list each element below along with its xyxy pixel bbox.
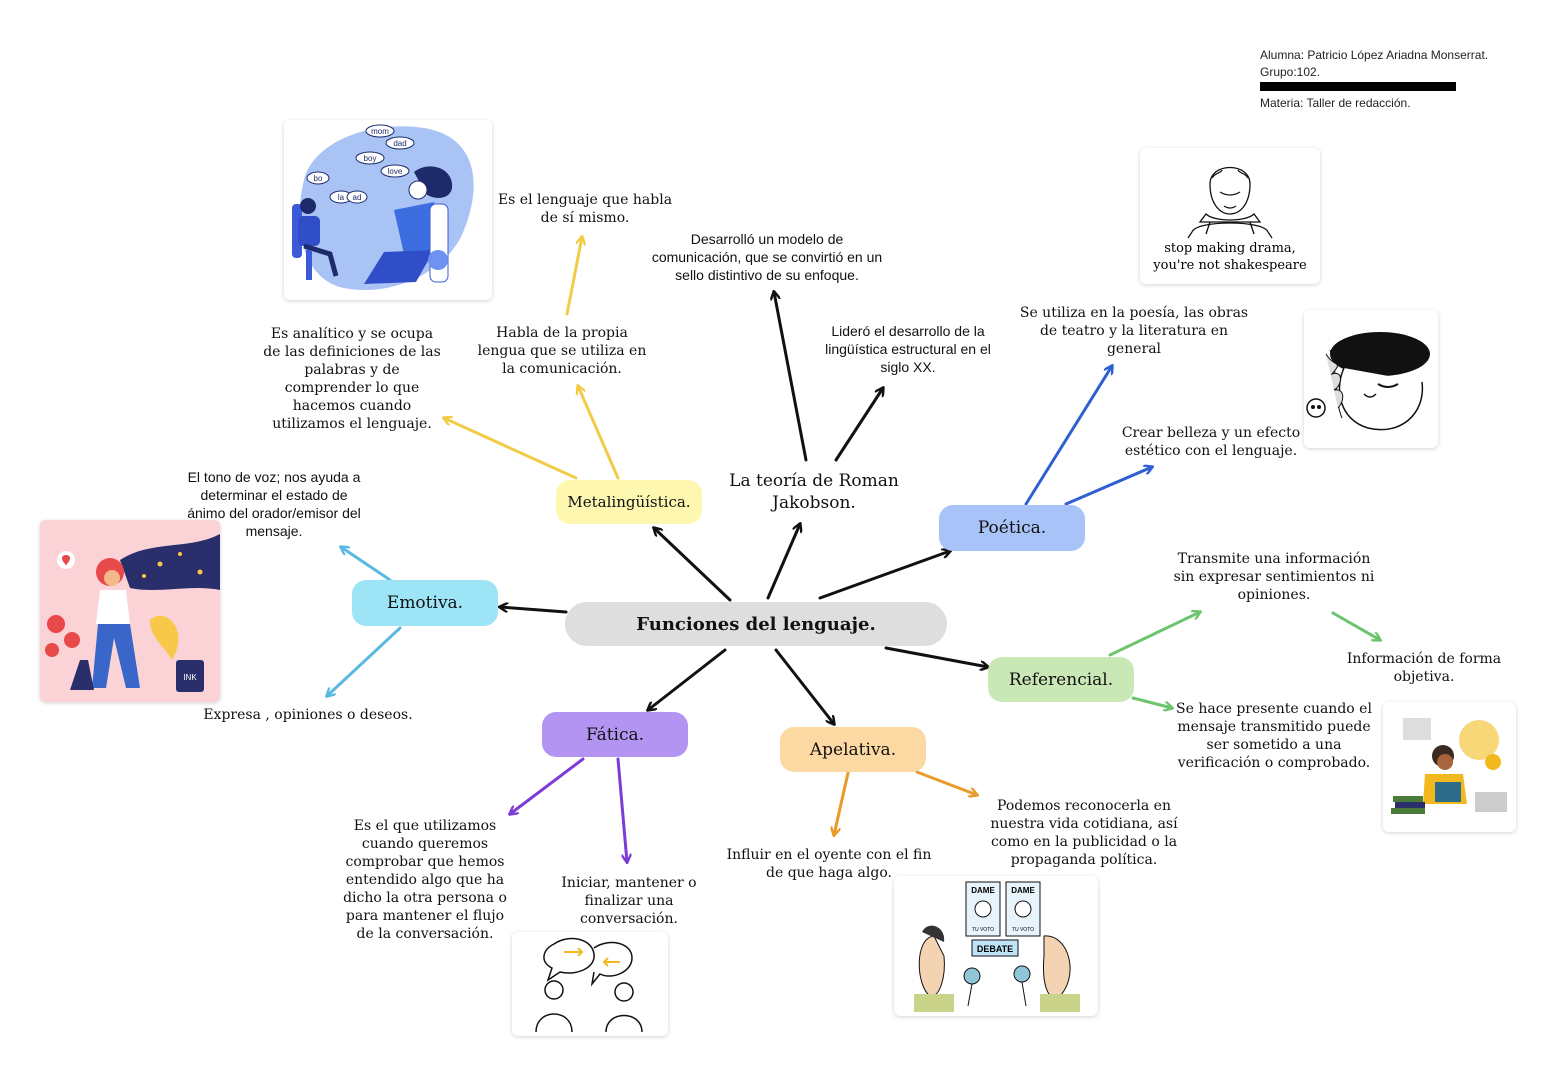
arrow-center-poetica (818, 551, 950, 600)
redacted-email (1260, 82, 1456, 91)
arrow-center-apelativa (774, 648, 834, 724)
arrow-ref-verify (1131, 696, 1172, 708)
node-emotiva[interactable]: Emotiva. (352, 580, 498, 626)
arrow-center-meta (654, 528, 732, 602)
illustration-conversation: mom dad boy love bo la ad (284, 120, 492, 300)
node-apelativa[interactable]: Apelativa. (780, 727, 926, 772)
node-poetica-label: Poética. (977, 518, 1047, 538)
arrow-topic-model (774, 292, 808, 462)
student-info: Alumna: Patricio López Ariadna Monserrat… (1260, 47, 1488, 112)
node-referencial-label: Referencial. (1008, 669, 1114, 690)
text-meta-analytic: Es analítico y se ocupa de las definicio… (263, 326, 441, 432)
node-poetica[interactable]: Poética. (939, 505, 1085, 551)
node-fatica[interactable]: Fática. (542, 712, 688, 757)
text-meta-own: Habla de la propia lengua que se utiliza… (477, 325, 647, 377)
arrow-fat-check (510, 757, 585, 814)
text-poetica-use: Se utiliza en la poesía, las obras de te… (1019, 305, 1249, 357)
arrow-ape-recognize (915, 770, 977, 795)
text-jakobson-structural: Lideró el desarrollo de la lingüística e… (825, 323, 991, 375)
poster-label-2: DAME (1011, 886, 1035, 895)
illustration-poet (1304, 310, 1438, 448)
arrow-center-topic (766, 524, 800, 600)
poster-label-1: DAME (971, 886, 995, 895)
illustration-debate: DAME DAME TU VOTO TU VOTO DEBATE (894, 876, 1098, 1016)
illustration-emotive: INK (40, 520, 220, 702)
illustration-reading (1383, 702, 1516, 832)
text-apel-recognize: Podemos reconocerla en nuestra vida coti… (990, 798, 1178, 868)
arrow-center-referencial (884, 646, 988, 667)
illustration-shakespeare: stop making drama, you're not shakespear… (1140, 148, 1320, 284)
shakespeare-caption-2: you're not shakespeare (1152, 258, 1307, 273)
node-metalinguistica-label: Metalingüística. (567, 493, 691, 511)
text-meta-self: Es el lenguaje que habla de sí mismo. (497, 192, 673, 226)
arrow-meta-own (578, 386, 620, 480)
arrow-topic-structural (834, 388, 883, 462)
arrow-ref-transmit (1108, 612, 1200, 657)
word-bo: bo (314, 174, 323, 183)
word-dad: dad (393, 139, 406, 148)
poster-sub-1: TU VOTO (972, 927, 994, 933)
node-emotiva-label: Emotiva. (386, 593, 464, 613)
center-node[interactable]: Funciones del lenguaje. (565, 602, 947, 646)
word-boy: boy (364, 154, 377, 163)
text-poetica-beauty: Crear belleza y un efecto estético con e… (1121, 425, 1301, 459)
text-emotiva-express: Expresa , opiniones o deseos. (203, 707, 413, 723)
poster-sub-2: TU VOTO (1012, 927, 1034, 933)
arrow-meta-analytic (444, 418, 578, 480)
student-group: Grupo:102. (1260, 64, 1321, 79)
node-metalinguistica[interactable]: Metalingüística. (556, 480, 702, 524)
illustration-phatic (512, 932, 668, 1036)
subject-name: Materia: Taller de redacción. (1260, 96, 1411, 110)
text-ref-transmit: Transmite una información sin expresar s… (1173, 551, 1375, 603)
arrow-center-emotiva (500, 607, 568, 614)
arrow-ape-influence (834, 771, 850, 835)
topic-label: La teoría de Roman Jakobson. (729, 471, 899, 513)
word-ad: ad (353, 193, 362, 202)
text-emotiva-tone: El tono de voz; nos ayuda a determinar e… (187, 469, 361, 539)
ink-label: INK (183, 673, 197, 682)
student-name: Alumna: Patricio López Ariadna Monserrat… (1260, 48, 1489, 62)
arrow-emo-express (327, 626, 402, 696)
word-mom: mom (371, 127, 389, 136)
debate-label: DEBATE (977, 944, 1013, 954)
node-apelativa-label: Apelativa. (809, 739, 897, 760)
node-referencial[interactable]: Referencial. (988, 657, 1134, 702)
word-la: la (338, 193, 345, 202)
arrow-emo-tone (341, 547, 392, 582)
arrow-center-fatica (648, 648, 727, 710)
shakespeare-caption-1: stop making drama, (1164, 241, 1296, 256)
text-ref-objective: Información de forma objetiva. (1346, 651, 1502, 685)
text-apel-influence: Influir en el oyente con el fin de que h… (726, 847, 932, 881)
text-fatica-start: Iniciar, mantener o finalizar una conver… (561, 875, 697, 927)
center-node-label: Funciones del lenguaje. (636, 613, 876, 635)
node-fatica-label: Fática. (585, 724, 645, 745)
text-ref-verify: Se hace presente cuando el mensaje trans… (1176, 701, 1372, 771)
arrow-fat-start (616, 757, 627, 862)
word-love: love (388, 167, 403, 176)
arrow-poe-beauty (1064, 467, 1152, 506)
arrow-meta-self (565, 237, 582, 316)
text-fatica-check: Es el que utilizamos cuando queremos com… (343, 818, 507, 942)
text-jakobson-model: Desarrolló un modelo de comunicación, qu… (651, 231, 883, 283)
arrow-ref-objective (1331, 611, 1380, 640)
arrow-poe-use (1024, 366, 1112, 506)
